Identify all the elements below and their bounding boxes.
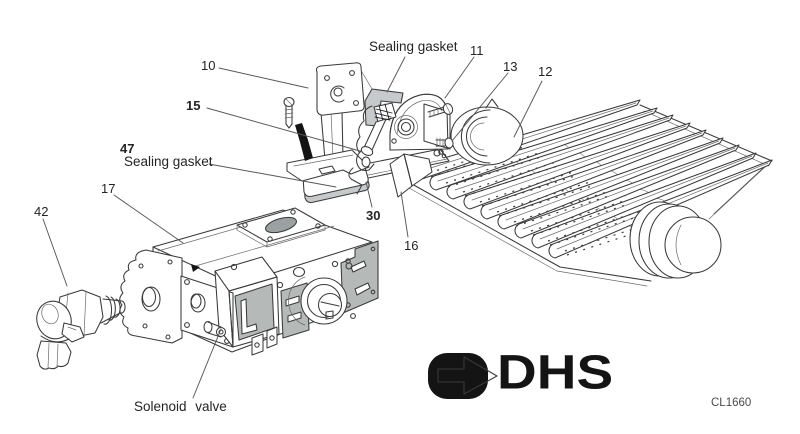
burner-inlet-collar [450,98,524,166]
callout-part-42: 42 [34,204,49,219]
gas-valve-body [119,207,379,356]
direction-arrow-mark [295,123,313,161]
dhs-arrow-icon [428,353,498,399]
drawing-code: CL1660 [711,397,752,409]
callout-part-13: 13 [503,59,518,74]
callout-solenoid-valve: Solenoid valve [134,399,227,414]
leader-lines [42,56,543,399]
deflector-plate [389,153,433,198]
callout-part-12: 12 [538,64,553,79]
callout-part-10: 10 [201,58,216,73]
arch-bracket-11 [389,93,454,155]
solenoid-valve-drawing [203,256,280,356]
igniter-electrode-30 [348,102,397,195]
valve-top-flange [236,207,326,248]
gasket-plate-10 [315,62,373,116]
callout-sealing-gasket-top: Sealing gasket [369,39,458,54]
callout-part-30: 30 [366,208,381,223]
callout-part-17: 17 [101,181,116,196]
inlet-elbow-fitting [36,289,126,370]
sealing-gasket-upper [364,88,404,127]
screw-15 [283,96,295,129]
callout-part-15: 15 [186,98,201,113]
valve-right-face [340,240,379,314]
screw-13-lower [435,137,454,149]
callout-part-11: 11 [470,43,484,58]
pilot-assembly [283,62,454,204]
burner-end-cap [629,201,722,279]
screw-13-upper [427,103,454,118]
burner-assembly [408,98,773,287]
dhs-logo-text: DHS [497,345,614,399]
callout-part-16: 16 [404,238,419,253]
callout-part-47: 47 [120,141,135,156]
valve-control-knob [288,262,356,326]
callout-sealing-gasket-left: Sealing gasket [124,154,213,169]
valve-inlet-flange [119,249,183,344]
